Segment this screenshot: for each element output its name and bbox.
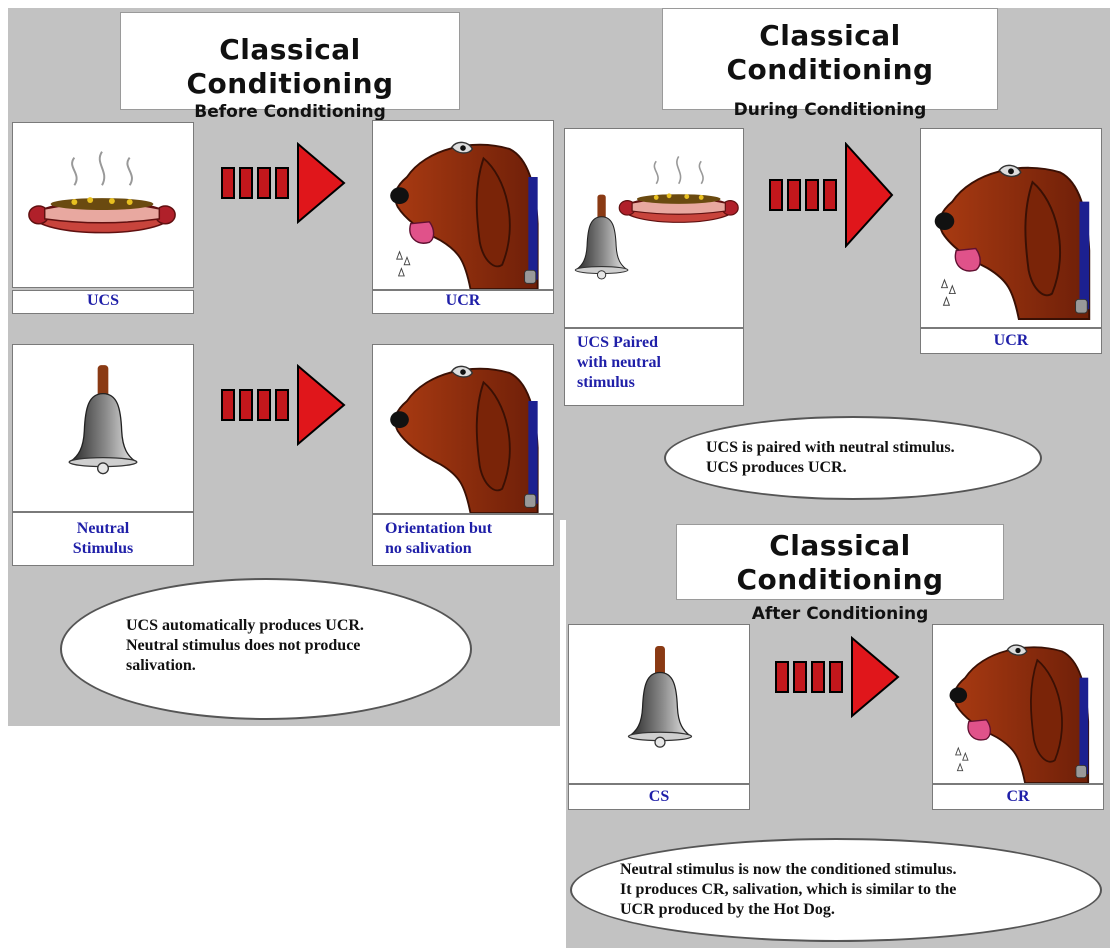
after-note-ellipse: Neutral stimulus is now the conditioned … [570,838,1102,942]
before-title-box: Classical Conditioning Before Conditioni… [120,12,460,122]
before-note: UCS automatically produces UCR. Neutral … [126,617,364,674]
before-subtitle: Before Conditioning [194,102,386,122]
during-subtitle: During Conditioning [733,100,927,120]
hotdog-image [12,122,194,288]
salivating-dog-image [920,128,1102,328]
arrow-right-icon [775,636,900,718]
ucr-caption: UCR [372,290,554,314]
neutral-stimulus-caption: Neutral Stimulus [12,512,194,566]
bell-image [568,624,750,784]
after-title-box: Classical Conditioning After Conditionin… [676,524,1004,624]
after-note: Neutral stimulus is now the conditioned … [620,861,957,918]
after-title: Classical Conditioning [736,529,944,596]
before-note-ellipse: UCS automatically produces UCR. Neutral … [60,578,472,720]
cr-caption: CR [932,784,1104,810]
orienting-dog-image [372,344,554,514]
during-conditioning-panel: Classical Conditioning During Conditioni… [560,8,1110,520]
during-ucr-caption: UCR [920,328,1102,354]
salivating-dog-image [372,120,554,290]
after-conditioning-panel: Classical Conditioning After Conditionin… [566,520,1110,948]
before-title: Classical Conditioning [186,33,394,100]
after-subtitle: After Conditioning [751,604,929,624]
arrow-right-icon [769,142,894,248]
arrow-right-icon [221,142,346,224]
during-note-ellipse: UCS is paired with neutral stimulus. UCS… [664,416,1042,500]
during-title-box: Classical Conditioning During Conditioni… [662,8,998,120]
cs-caption: CS [568,784,750,810]
arrow-right-icon [221,364,346,446]
during-title: Classical Conditioning [726,19,934,86]
during-note: UCS is paired with neutral stimulus. UCS… [706,439,955,476]
salivating-dog-image [932,624,1104,784]
ucs-paired-caption: UCS Paired with neutral stimulus [564,328,744,406]
orientation-caption: Orientation but no salivation [372,514,554,566]
before-conditioning-panel: Classical Conditioning Before Conditioni… [8,8,560,726]
bell-image [12,344,194,512]
ucs-caption: UCS [12,290,194,314]
bell-and-hotdog-image [564,128,744,328]
